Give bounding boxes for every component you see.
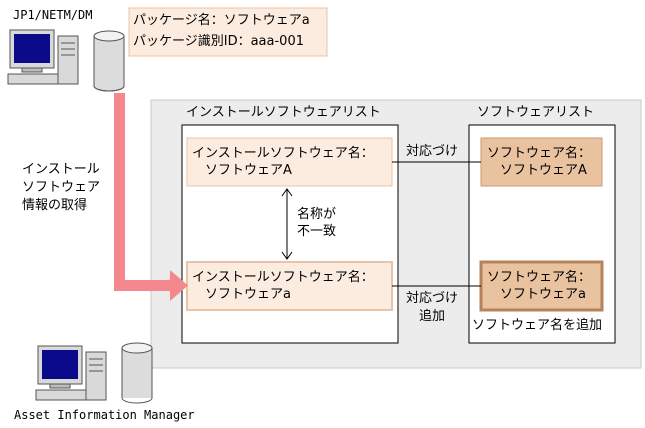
software-item-b-box	[479, 260, 604, 312]
software-item-a-label: ソフトウェア名：	[487, 146, 592, 161]
flow-label-line-3: 情報の取得	[22, 198, 88, 213]
software-list-title: ソフトウェアリスト	[477, 105, 595, 120]
mismatch-arrow	[281, 188, 293, 260]
mismatch-label-line-1: 名称が	[297, 207, 337, 222]
package-info-box	[128, 7, 328, 57]
flow-label-line-2: ソフトウェア	[22, 180, 101, 195]
software-item-a-value: ソフトウェアA	[500, 163, 587, 178]
installed-list-title: インストールソフトウェアリスト	[186, 105, 381, 120]
installed-item-a-box	[186, 137, 393, 187]
installed-item-b-label: インストールソフトウェア名：	[192, 270, 374, 285]
installed-item-a-label: インストールソフトウェア名：	[192, 146, 374, 161]
software-added-label: ソフトウェア名を追加	[472, 318, 603, 333]
software-item-a-box	[480, 137, 603, 187]
mismatch-label-line-2: 不一致	[297, 224, 337, 239]
flow-arrow	[114, 93, 188, 301]
installed-item-a-value: ソフトウェアA	[205, 163, 292, 178]
installed-item-b-value: ソフトウェアa	[205, 287, 291, 302]
server-computer-icon	[7, 29, 79, 85]
installed-item-b-box	[186, 261, 393, 311]
software-item-b-label: ソフトウェア名：	[487, 270, 592, 285]
package-id: パッケージ識別ID：aaa-001	[133, 34, 304, 49]
flow-label-line-1: インストール	[22, 162, 100, 177]
aim-name: Asset Information Manager	[14, 408, 195, 422]
link-label-2-line-1: 対応づけ	[406, 291, 459, 306]
server-database-icon	[93, 30, 125, 92]
software-item-b-value: ソフトウェアa	[500, 287, 586, 302]
server-name: JP1/NETM/DM	[13, 8, 93, 22]
package-name: パッケージ名：ソフトウェアa	[133, 13, 310, 28]
aim-database-icon	[121, 342, 153, 404]
link-label-2-line-2: 追加	[419, 309, 446, 324]
aim-computer-icon	[35, 345, 107, 401]
link-label-1: 対応づけ	[406, 144, 459, 159]
